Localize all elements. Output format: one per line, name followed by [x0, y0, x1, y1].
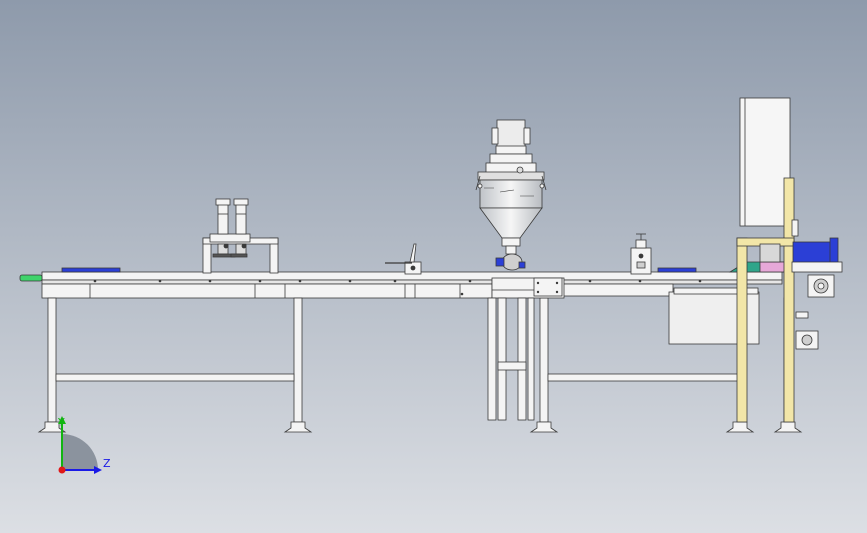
triad-origin	[58, 466, 66, 474]
auger-hopper-filler	[475, 119, 547, 271]
dual-nozzle-dispenser	[202, 198, 279, 274]
triad-quadrant	[62, 434, 98, 470]
sensor-bracket	[630, 233, 652, 275]
triad-z-label: Z	[103, 457, 111, 470]
sealing-tower	[728, 97, 843, 423]
lever-bracket	[385, 243, 422, 275]
table-legs	[37, 297, 803, 433]
coordinate-triad: Y Z	[57, 416, 111, 474]
conveyor-table	[19, 267, 783, 299]
center-support-column	[487, 277, 565, 421]
handwheel-knob	[19, 274, 43, 282]
triad-y-label: Y	[57, 416, 65, 429]
